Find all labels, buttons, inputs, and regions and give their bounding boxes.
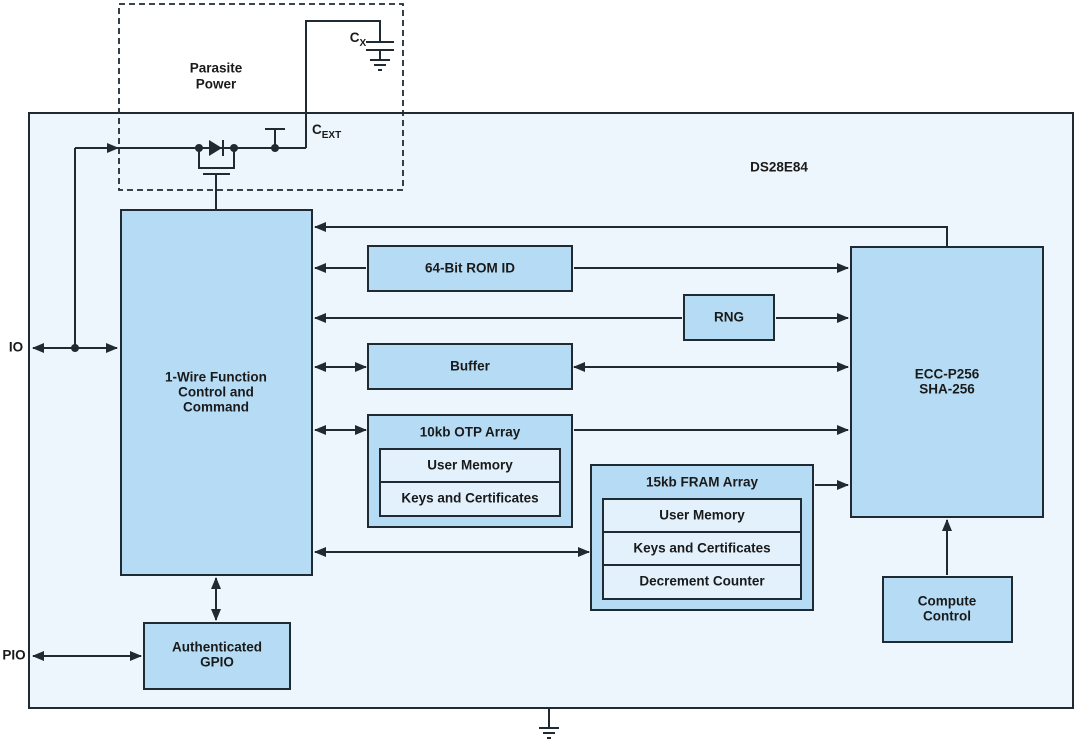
ecc-label-2: SHA-256	[919, 382, 975, 397]
cx-label: CX	[350, 30, 367, 49]
chip-name: DS28E84	[750, 160, 808, 175]
node-dot	[195, 144, 203, 152]
rng-block	[683, 294, 775, 341]
fram-user-memory	[602, 498, 802, 533]
gpio-block	[143, 622, 291, 690]
control-label-3: Command	[183, 400, 249, 415]
fram-row-3: Decrement Counter	[639, 574, 765, 589]
compute-label-2: Control	[923, 609, 971, 624]
compute-label-1: Compute	[918, 594, 977, 609]
otp-title: 10kb OTP Array	[420, 425, 521, 440]
gpio-label-1: Authenticated	[172, 640, 262, 655]
node-dot	[230, 144, 238, 152]
ecc-sha-block	[850, 246, 1044, 518]
io-pin-label: IO	[9, 340, 23, 355]
compute-control-block	[882, 576, 1013, 643]
cext-label: CEXT	[312, 122, 341, 141]
ecc-to-control-arrow	[314, 222, 948, 247]
otp-row-1: User Memory	[427, 458, 513, 473]
node-dot	[71, 344, 79, 352]
parasite-label-2: Power	[196, 77, 237, 92]
mosfet-bypass	[198, 148, 235, 169]
rom-id-label: 64-Bit ROM ID	[425, 261, 515, 276]
parasite-power-region	[118, 3, 404, 191]
otp-keys-certs	[379, 481, 561, 517]
pio-pin-label: PIO	[2, 648, 25, 663]
cx-wire	[305, 20, 381, 148]
gpio-label-2: GPIO	[200, 655, 234, 670]
chip-ground-icon	[539, 727, 559, 739]
otp-row-2: Keys and Certificates	[401, 491, 538, 506]
buffer-label: Buffer	[450, 359, 490, 374]
cx-ground-icon	[370, 59, 390, 71]
control-label-2: Control and	[178, 385, 254, 400]
buffer-block	[367, 343, 573, 390]
control-label-1: 1-Wire Function	[165, 370, 267, 385]
parasite-label-1: Parasite	[190, 61, 243, 76]
fram-row-2: Keys and Certificates	[633, 541, 770, 556]
ecc-label-1: ECC-P256	[915, 367, 980, 382]
control-block	[120, 209, 313, 576]
fram-keys-certs	[602, 531, 802, 566]
diode-icon	[209, 140, 224, 156]
rom-id-block	[367, 245, 573, 292]
fram-decrement-counter	[602, 564, 802, 600]
fram-row-1: User Memory	[659, 508, 745, 523]
fram-title: 15kb FRAM Array	[646, 475, 759, 490]
rng-label: RNG	[714, 310, 744, 325]
